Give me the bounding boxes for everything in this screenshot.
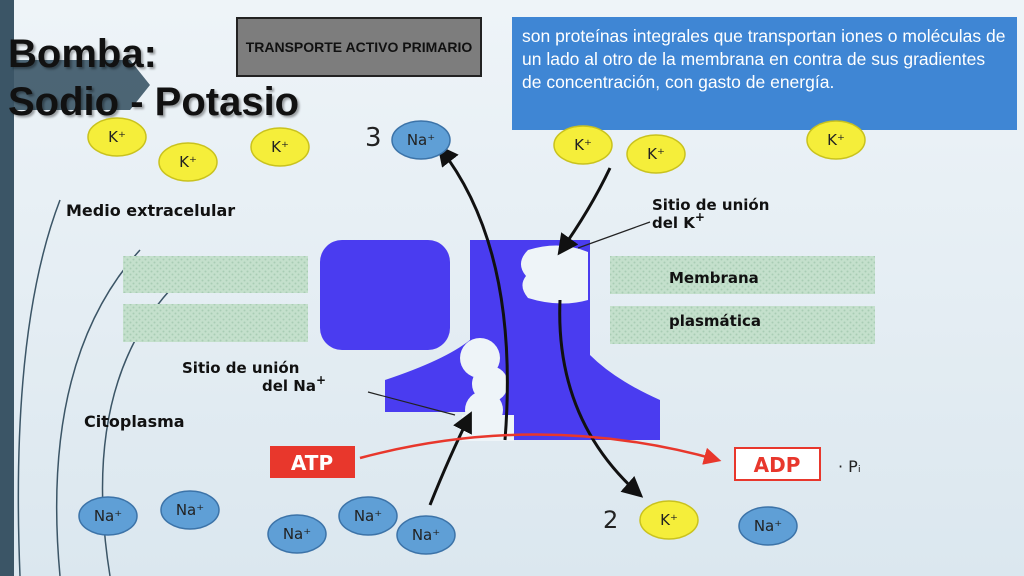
potassium-ion-label: K⁺ [827,131,845,149]
label-cytoplasm: Citoplasma [84,412,185,431]
potassium-ion: K⁺ [87,117,147,157]
sodium-ion-label: Na⁺ [754,517,782,535]
sodium-ion-label: Na⁺ [354,507,382,525]
definition-box: son proteínas integrales que transportan… [512,17,1017,130]
title-line-2: Sodio - Potasio [8,80,300,124]
k-in-arrow [557,167,612,256]
sodium-ion-label: Na⁺ [407,131,435,149]
slide-title: Bomba: Sodio - Potasio [8,30,299,126]
label-membrane-2: plasmática [669,312,761,330]
potassium-ion-label: K⁺ [660,511,678,529]
sodium-ion: Na⁺ [267,514,327,554]
pump-subunit-left [320,240,450,350]
k-out-arrow [558,299,644,498]
label-k-site-2: del K+ [652,210,705,232]
sodium-ion-label: Na⁺ [94,507,122,525]
sodium-ion-label: Na⁺ [283,525,311,543]
label-k-site-1: Sitio de unión [652,196,769,214]
potassium-ion: K⁺ [250,127,310,167]
potassium-ion-label: K⁺ [271,138,289,156]
potassium-ion: K⁺ [553,125,613,165]
sodium-ion-label: Na⁺ [412,526,440,544]
sodium-ion: Na⁺ [391,120,451,160]
potassium-ion-label: K⁺ [179,153,197,171]
potassium-ion: K⁺ [158,142,218,182]
na-out-count: 3 [365,123,382,153]
sodium-ion-label: Na⁺ [176,501,204,519]
na-out-arrow [437,144,509,441]
membrane-outer-left [123,256,308,293]
potassium-ion-label: K⁺ [647,145,665,163]
potassium-ion-label: K⁺ [574,136,592,154]
na-in-arrow [428,411,472,506]
potassium-ion-label: K⁺ [108,128,126,146]
k-binding-site [520,245,588,304]
pump-protein [385,240,660,440]
atp-label: ATP [291,451,333,475]
energy-arrow [359,433,722,465]
sodium-ion: Na⁺ [396,515,456,555]
sodium-ion: Na⁺ [160,490,220,530]
label-membrane-1: Membrana [669,269,759,287]
membrane-inner-left [123,304,308,342]
label-extracellular: Medio extracelular [66,201,235,220]
potassium-ion: K⁺ [806,120,866,160]
ions-layer: K⁺ K⁺ K⁺ K⁺ K⁺ K⁺ Na⁺ K⁺ Na⁺ Na⁺ Na⁺ Na⁺ Na⁺ Na⁺ [78,117,866,555]
membrane-outer-right [610,256,875,294]
potassium-ion: K⁺ [639,500,699,540]
k-in-count: 2 [603,506,618,534]
left-accent-bar [0,0,14,576]
pi-label: · Pᵢ [838,457,861,476]
adp-box [734,447,821,481]
transport-type-label: TRANSPORTE ACTIVO PRIMARIO [236,17,482,77]
sodium-ion: Na⁺ [738,506,798,546]
label-na-site-1: Sitio de unión [182,359,299,377]
label-na-site-2: del Na+ [262,373,326,395]
atp-box [270,446,355,478]
na-site-leader [367,391,456,416]
title-line-1: Bomba: [8,32,157,76]
membrane-inner-right [610,306,875,344]
k-site-leader [577,221,651,249]
potassium-ion: K⁺ [626,134,686,174]
adp-label: ADP [754,453,801,477]
sodium-ion: Na⁺ [338,496,398,536]
sodium-ion: Na⁺ [78,496,138,536]
